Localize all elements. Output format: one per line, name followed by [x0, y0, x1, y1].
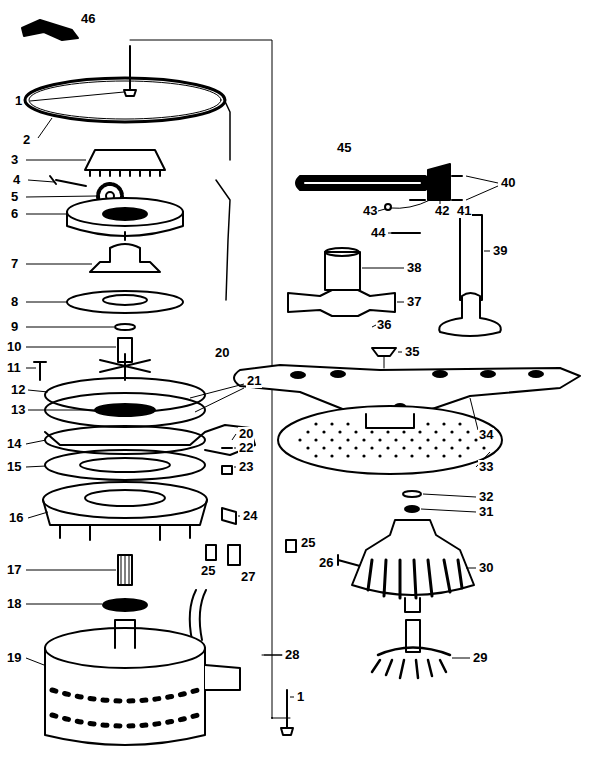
- leader-line: [26, 570, 116, 571]
- leader-line: [264, 655, 282, 656]
- leader-line: [26, 327, 114, 328]
- leader-line: [26, 604, 102, 605]
- callout-number: 20: [214, 346, 230, 360]
- callout-number: 20: [238, 427, 254, 441]
- callout-number: 44: [370, 226, 386, 240]
- leader-line: [452, 658, 470, 659]
- leader-line: [466, 568, 476, 569]
- leader-line: [26, 196, 96, 197]
- callout-number: 39: [492, 244, 508, 258]
- callout-number: 7: [10, 257, 19, 271]
- leader-line: [484, 251, 490, 252]
- leader-line: [190, 384, 244, 398]
- callout-number: 16: [8, 511, 24, 525]
- leader-line: [26, 214, 68, 215]
- callout-number: 26: [318, 556, 334, 570]
- leader-line: [28, 410, 95, 411]
- callout-number: 25: [200, 564, 216, 578]
- leader-line: [26, 302, 68, 303]
- callout-number: 46: [80, 12, 96, 26]
- leader-line: [234, 448, 236, 449]
- callout-number: 12: [10, 383, 26, 397]
- callout-number: 2: [22, 133, 31, 147]
- callout-number: 24: [242, 509, 258, 523]
- leader-line: [26, 264, 92, 265]
- leader-line: [26, 658, 44, 665]
- callout-number: 30: [478, 561, 494, 575]
- leader-line: [28, 180, 54, 182]
- leader-line: [466, 176, 498, 183]
- callout-number: 25: [300, 536, 316, 550]
- leader-line: [423, 494, 476, 497]
- callout-number: 21: [246, 374, 262, 388]
- leader-line: [26, 347, 116, 348]
- callout-number: 19: [6, 651, 22, 665]
- callout-number: 15: [6, 460, 22, 474]
- callout-number: 27: [240, 570, 256, 584]
- leader-line: [421, 509, 476, 512]
- leader-line: [234, 467, 236, 468]
- leader-line: [26, 466, 46, 467]
- callout-number: 45: [336, 141, 352, 155]
- callout-number: 38: [406, 261, 422, 275]
- callout-number: 6: [10, 207, 19, 221]
- callout-number: 22: [238, 441, 254, 455]
- callout-number: 40: [500, 176, 516, 190]
- callout-number: 34: [478, 428, 494, 442]
- callout-number: 3: [10, 153, 19, 167]
- leader-line: [397, 302, 404, 303]
- callout-number: 32: [478, 490, 494, 504]
- callout-number: 9: [10, 320, 19, 334]
- callout-number: 10: [6, 340, 22, 354]
- leader-line: [470, 398, 478, 430]
- callout-number: 31: [478, 505, 494, 519]
- leader-line: [28, 390, 48, 392]
- leader-line: [30, 92, 124, 101]
- callout-number: 35: [404, 345, 420, 359]
- leader-line: [440, 196, 441, 204]
- callout-number: 29: [472, 651, 488, 665]
- callout-number: 17: [6, 563, 22, 577]
- callout-number: 14: [6, 437, 22, 451]
- callout-number: 41: [456, 204, 472, 218]
- leader-line: [398, 352, 402, 353]
- callout-number: 37: [406, 295, 422, 309]
- callout-number: 13: [10, 403, 26, 417]
- leader-line: [238, 516, 240, 517]
- leader-line: [466, 186, 498, 200]
- leader-line: [28, 512, 48, 518]
- callout-number: 8: [10, 295, 19, 309]
- callout-number: 11: [6, 361, 22, 375]
- leader-line: [232, 434, 236, 440]
- callout-number: 5: [10, 190, 19, 204]
- callout-number: 1: [14, 94, 23, 108]
- callout-number: 28: [284, 648, 300, 662]
- leader-line: [290, 697, 294, 698]
- leader-line: [26, 440, 46, 444]
- callout-number: 18: [6, 597, 22, 611]
- callout-number: 1: [296, 690, 305, 704]
- callout-number: 4: [12, 173, 21, 187]
- leader-line: [38, 118, 52, 138]
- leader-line: [378, 209, 385, 211]
- leader-line: [195, 388, 244, 412]
- callout-number: 33: [478, 460, 494, 474]
- leader-line: [362, 268, 404, 269]
- callout-number: 36: [376, 318, 392, 332]
- callout-number: 23: [238, 460, 254, 474]
- callout-number: 43: [362, 204, 378, 218]
- leader-line: [26, 368, 36, 369]
- leader-line: [388, 233, 392, 234]
- callout-number: 42: [434, 204, 450, 218]
- leader-line: [26, 160, 86, 161]
